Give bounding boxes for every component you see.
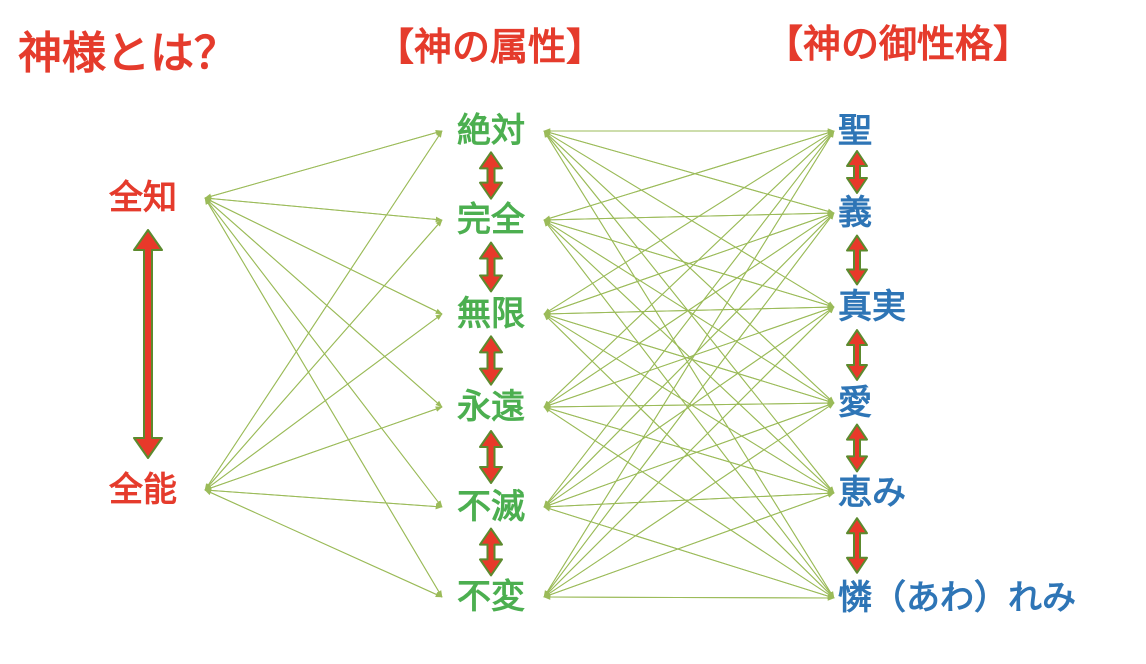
attributes-header: 【神の属性】 [376, 25, 604, 69]
edge-line-return [204, 219, 443, 491]
edge-line-return [204, 197, 443, 315]
character-node: 真実 [838, 287, 906, 327]
character-header: 【神の御性格】 [765, 22, 1031, 66]
double-arrow-icon [479, 335, 503, 386]
edge-line-return [543, 130, 835, 221]
edge-line-return [543, 212, 835, 315]
edge-line-return [543, 594, 835, 600]
double-arrow-icon [846, 329, 868, 381]
edge-line-return [543, 313, 835, 404]
edge-line-return [543, 402, 835, 598]
edge-line-return [204, 195, 443, 221]
connection-lines [204, 128, 835, 601]
double-arrow-icon [846, 150, 868, 194]
edge-line-return [543, 130, 835, 508]
edge-line-return [204, 130, 443, 491]
edge-line-return [543, 406, 835, 494]
edge-line-return [543, 306, 835, 598]
edge-line-return [543, 212, 835, 508]
attributes-node: 不滅 [457, 487, 525, 527]
edge-line-return [204, 489, 443, 598]
character-node: 憐（あわ）れみ [838, 578, 1076, 618]
edge-line-return [543, 130, 835, 214]
omni-node: 全能 [108, 470, 177, 510]
attributes-node: 不変 [457, 577, 525, 617]
edge-line-return [543, 219, 835, 404]
edge-line-return [543, 506, 835, 599]
double-arrow-icon [479, 151, 503, 200]
edge-line-return [204, 197, 443, 408]
omni-node: 全知 [108, 178, 177, 218]
double-arrow-icon [479, 527, 503, 577]
edge-line-return [543, 130, 835, 598]
attributes-node: 完全 [457, 200, 526, 240]
double-arrow-icon [479, 241, 503, 293]
edge-line-return [543, 313, 835, 494]
edge-line-return [543, 130, 835, 404]
edge-line-return [204, 406, 443, 491]
edge-line-return [204, 130, 443, 199]
edge-line-return [543, 212, 835, 598]
double-arrow-icon [846, 234, 868, 286]
double-arrow-icon [846, 517, 868, 574]
edge-line-return [543, 406, 835, 599]
double-arrow-icon [133, 229, 163, 459]
attributes-node: 永遠 [457, 387, 525, 427]
bidirectional-arrows [133, 150, 868, 577]
edge-line-return [543, 306, 835, 408]
edge-line-return [543, 306, 835, 508]
edge-line-return [204, 197, 443, 508]
page-title: 神様とは？ [18, 28, 238, 79]
character-node: 聖 [838, 111, 872, 151]
attributes-node: 無限 [457, 294, 525, 334]
edge-line-return [543, 130, 835, 315]
character-node: 義 [838, 193, 872, 233]
edge-line-return [543, 492, 835, 598]
edge-line-return [543, 130, 835, 408]
edge-line-return [543, 212, 835, 408]
edge-line-return [204, 487, 443, 508]
double-arrow-icon [479, 430, 503, 484]
edge-line-return [204, 197, 443, 598]
character-node: 恵み [838, 473, 906, 513]
double-arrow-icon [846, 423, 868, 473]
edge-line-return [543, 402, 835, 508]
edge-line-return [543, 212, 835, 223]
edge-line-return [204, 313, 443, 491]
attributes-node: 絶対 [457, 111, 525, 151]
edge-line-return [543, 219, 835, 599]
character-node: 愛 [838, 383, 872, 423]
